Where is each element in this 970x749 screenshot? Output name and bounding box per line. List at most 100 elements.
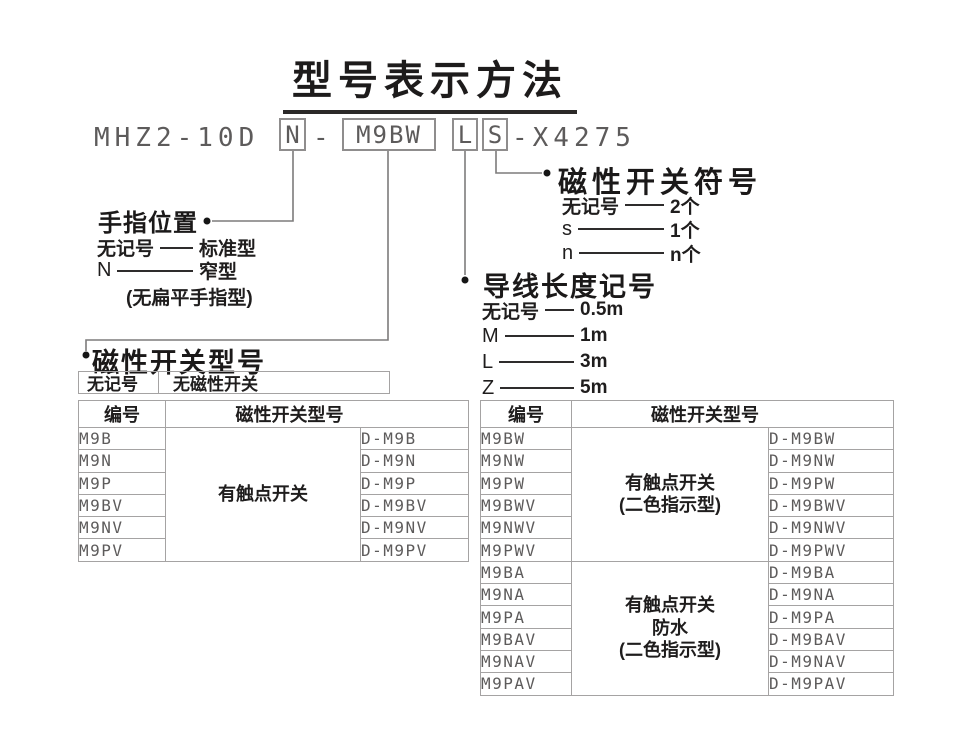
bullet-switch-count — [543, 169, 551, 177]
item-value: 3m — [580, 351, 608, 372]
table-header-row: 编号磁性开关型号 — [78, 400, 469, 428]
item-value: 标准型 — [199, 239, 257, 260]
cell-switch-model: D-M9BWV — [768, 493, 894, 518]
table-row: M9PV D-M9PV — [78, 538, 469, 562]
switch-type-line: 有触点开关 — [625, 472, 715, 493]
cell-switch-model: D-M9PWV — [768, 538, 894, 562]
item-symbol: 无记号 — [97, 239, 155, 260]
cell-switch-code: M9PAV — [480, 672, 572, 696]
model-code-box-finger-position: N — [279, 118, 306, 151]
table-row: M9NA D-M9NA — [480, 583, 894, 607]
table-header-row: 编号磁性开关型号 — [480, 400, 894, 428]
cell-switch-model: D-M9NAV — [768, 649, 894, 674]
page-title: 型号表示方法 — [283, 48, 577, 114]
table-row: M9PAV D-M9PAV — [480, 672, 894, 696]
model-code-box-switch-model: M9BW — [342, 118, 436, 151]
cell-switch-model: D-M9BW — [768, 426, 894, 451]
symbol-item: M 1m — [482, 323, 632, 349]
col-header-model: 磁性开关型号 — [571, 400, 894, 428]
symbol-item: L 3m — [482, 349, 632, 375]
switch-count-title: 磁性开关符号 — [558, 167, 763, 199]
cell-switch-code: M9PA — [480, 605, 572, 629]
switch-type-line: (二色指示型) — [619, 640, 721, 661]
bullet-finger-position — [203, 217, 211, 225]
symbol-item: 无记号 2个 — [562, 193, 716, 218]
table-row: M9BV D-M9BV — [78, 493, 469, 518]
cell-switch-model: D-M9B — [360, 426, 469, 451]
finger-position-title: 手指位置 — [98, 210, 198, 237]
none-row-value: 无磁性开关 — [173, 375, 258, 394]
cell-switch-code: M9NW — [480, 449, 572, 473]
cell-switch-code: M9BV — [78, 493, 166, 518]
model-code-box-switch-count: S — [482, 118, 508, 151]
item-rule-line — [545, 309, 574, 311]
switch-type-line: 防水 — [652, 617, 688, 638]
item-rule-line — [625, 204, 664, 206]
model-code-box-lead-length: L — [452, 118, 478, 151]
bullet-lead-length — [461, 276, 469, 284]
switch-model-none-row: 无记号 无磁性开关 — [78, 371, 390, 394]
item-symbol: N — [97, 259, 112, 281]
cell-switch-type: 有触点开关防水(二色指示型) — [571, 560, 769, 696]
symbol-item: s 1个 — [562, 217, 716, 242]
item-rule-line — [500, 387, 574, 389]
leader-switch-model — [85, 151, 389, 351]
lead-length-title: 导线长度记号 — [483, 272, 657, 302]
model-code-suffix: -X4275 — [512, 123, 636, 153]
item-value: 0.5m — [580, 299, 624, 320]
symbol-item: 无记号 标准型 — [97, 236, 263, 260]
item-symbol: L — [482, 350, 494, 373]
switch-type-line: 有触点开关 — [218, 484, 308, 505]
item-rule-line — [160, 246, 193, 249]
cell-switch-code: M9PV — [78, 538, 166, 562]
item-symbol: M — [482, 324, 499, 347]
col-header-code: 编号 — [480, 400, 572, 428]
cell-switch-model: D-M9NA — [768, 583, 894, 607]
cell-switch-model: D-M9NWV — [768, 516, 894, 540]
cell-switch-model: D-M9PW — [768, 471, 894, 495]
item-rule-line — [579, 252, 664, 254]
cell-switch-model: D-M9PV — [360, 538, 469, 562]
cell-switch-code: M9NAV — [480, 649, 572, 674]
cell-switch-code: M9PW — [480, 471, 572, 495]
cell-switch-model: D-M9P — [360, 471, 469, 495]
cell-switch-model: D-M9BV — [360, 493, 469, 518]
col-header-code: 编号 — [78, 400, 166, 428]
cell-switch-code: M9NWV — [480, 516, 572, 540]
switch-type-line: (二色指示型) — [619, 495, 721, 516]
cell-switch-model: D-M9PAV — [768, 672, 894, 696]
cell-switch-code: M9NA — [480, 583, 572, 607]
table-row: M9B 有触点开关 D-M9B — [78, 426, 469, 562]
item-rule-line — [578, 228, 664, 230]
item-rule-line — [117, 269, 193, 272]
item-symbol: s — [562, 217, 572, 240]
finger-position-note: (无扁平手指型) — [126, 288, 253, 309]
cell-switch-model: D-M9BAV — [768, 627, 894, 651]
item-value: 1m — [580, 325, 608, 346]
switch-type-line: 有触点开关 — [625, 595, 715, 616]
cell-switch-code: M9BW — [480, 426, 572, 451]
cell-switch-code: M9B — [78, 426, 166, 451]
item-value: 2个 — [670, 196, 700, 218]
cell-switch-model: D-M9N — [360, 449, 469, 473]
item-symbol: 无记号 — [562, 196, 620, 218]
item-value: 5m — [580, 377, 608, 398]
bullet-switch-model — [82, 351, 90, 359]
item-value: 1个 — [670, 220, 700, 242]
cell-switch-model: D-M9NV — [360, 516, 469, 540]
switch-model-title: 磁性开关型号 — [92, 348, 266, 378]
